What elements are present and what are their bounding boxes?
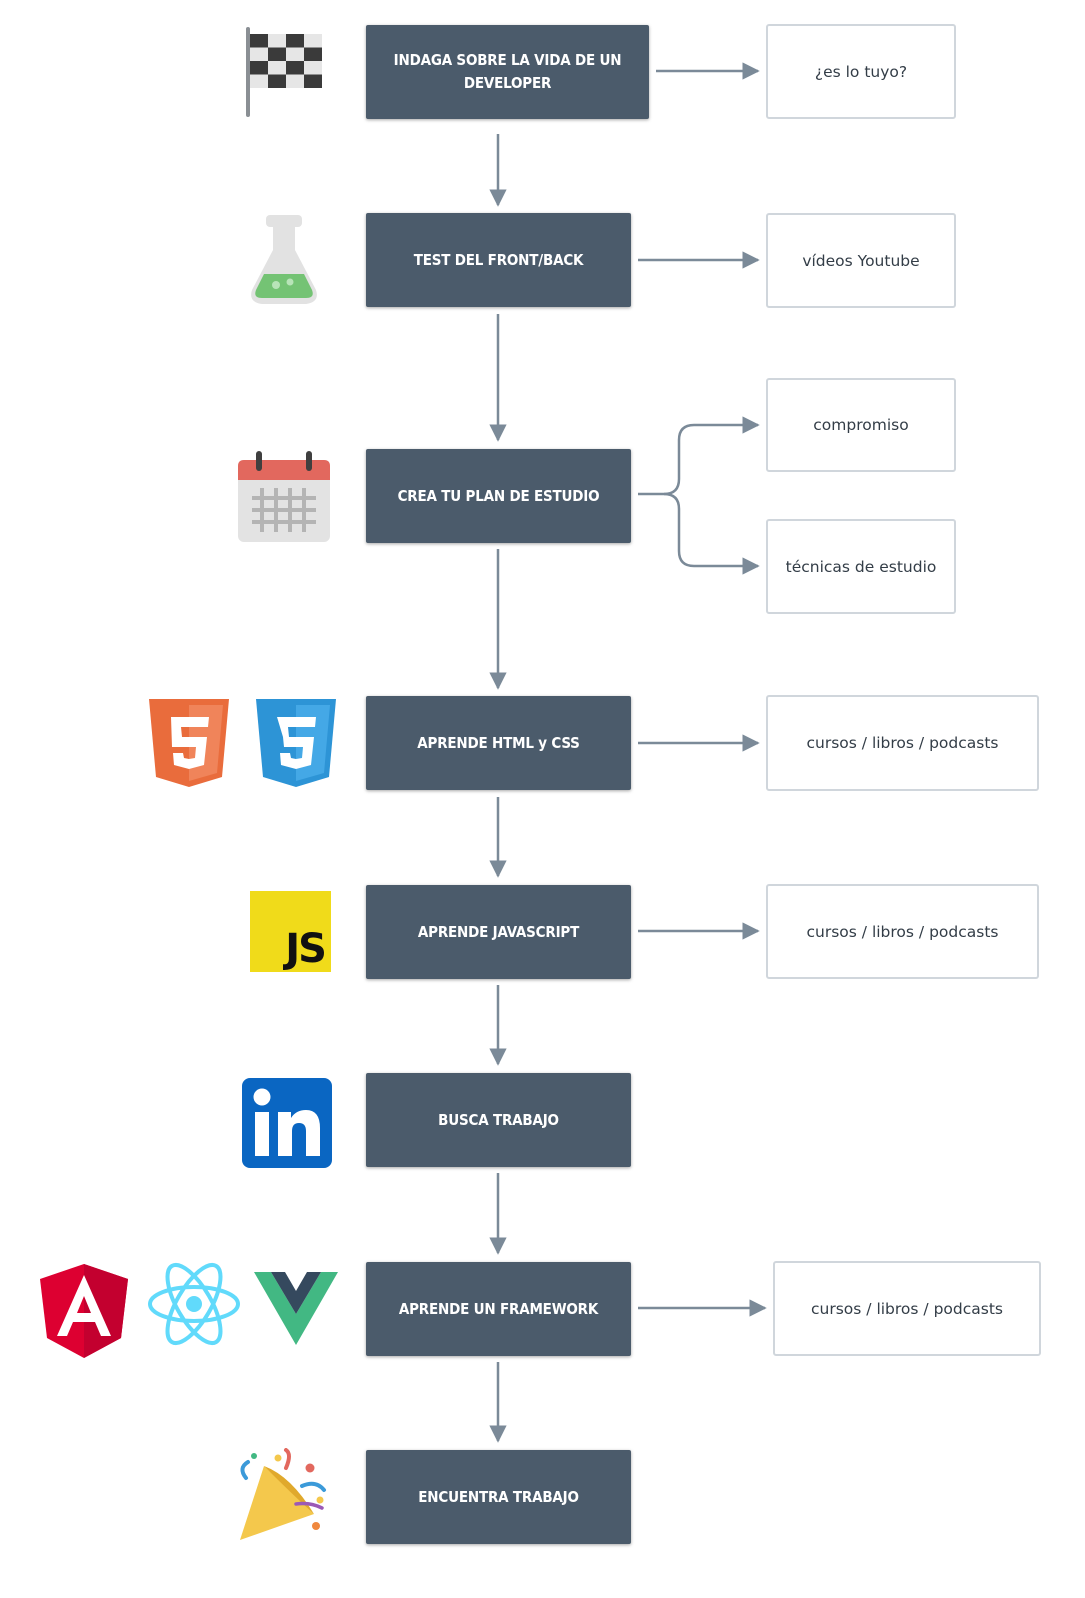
note-box: vídeos Youtube [766,213,956,308]
note-box: cursos / libros / podcasts [773,1261,1041,1356]
step-box: APRENDE JAVASCRIPT [366,885,631,979]
note-box: técnicas de estudio [766,519,956,614]
step-label: INDAGA SOBRE LA VIDA DE UN DEVELOPER [393,51,622,92]
html5-icon [149,699,229,787]
step-box: BUSCA TRABAJO [366,1073,631,1167]
branch-arrow [663,492,760,575]
note-box: compromiso [766,378,956,472]
javascript-icon-label: JS [285,926,327,972]
step-label: APRENDE UN FRAMEWORK [398,1299,599,1318]
step-label: APRENDE HTML y CSS [417,733,580,752]
step-label: ENCUENTRA TRABAJO [418,1487,579,1506]
step-box: INDAGA SOBRE LA VIDA DE UN DEVELOPER [366,25,649,119]
party-popper-icon [240,1448,326,1540]
note-box: cursos / libros / podcasts [766,884,1039,979]
note-text: compromiso [813,416,909,434]
branch-arrow [638,416,760,496]
note-text: ¿es lo tuyo? [814,62,908,81]
javascript-icon: JS [250,891,331,972]
step-box: ENCUENTRA TRABAJO [366,1450,631,1544]
calendar-icon [238,451,330,542]
step-box: APRENDE HTML y CSS [366,696,631,790]
step-label: CREA TU PLAN DE ESTUDIO [397,486,600,505]
step-box: APRENDE UN FRAMEWORK [366,1262,631,1356]
step-label: APRENDE JAVASCRIPT [417,922,580,941]
note-box: cursos / libros / podcasts [766,695,1039,791]
step-box: TEST DEL FRONT/BACK [366,213,631,307]
step-label: TEST DEL FRONT/BACK [413,250,584,269]
css3-icon [256,699,336,787]
step-box: CREA TU PLAN DE ESTUDIO [366,449,631,543]
note-box: ¿es lo tuyo? [766,24,956,119]
step-label: BUSCA TRABAJO [438,1110,559,1129]
note-text: técnicas de estudio [785,557,937,576]
linkedin-icon [242,1078,332,1168]
vue-icon [254,1272,338,1345]
checkered-flag-icon [246,27,322,117]
flask-icon [251,215,317,304]
note-text: cursos / libros / podcasts [811,1299,1003,1318]
note-text: cursos / libros / podcasts [806,922,999,941]
angular-icon [40,1264,128,1358]
note-text: vídeos Youtube [802,251,920,270]
note-text: cursos / libros / podcasts [806,734,999,752]
react-icon [148,1262,240,1346]
